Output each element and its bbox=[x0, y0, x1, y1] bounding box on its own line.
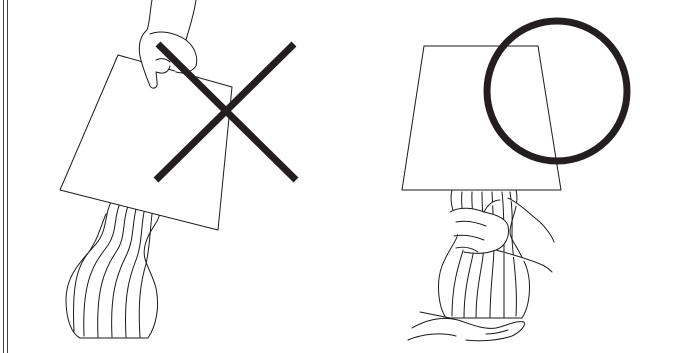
lamp-base-upright bbox=[439, 190, 530, 318]
lamp-base-tilted bbox=[66, 200, 160, 338]
lamp-shade-tilted bbox=[60, 55, 232, 230]
lamp-shade-upright bbox=[402, 46, 561, 190]
incorrect-example bbox=[60, 0, 296, 338]
correct-example bbox=[402, 21, 627, 341]
